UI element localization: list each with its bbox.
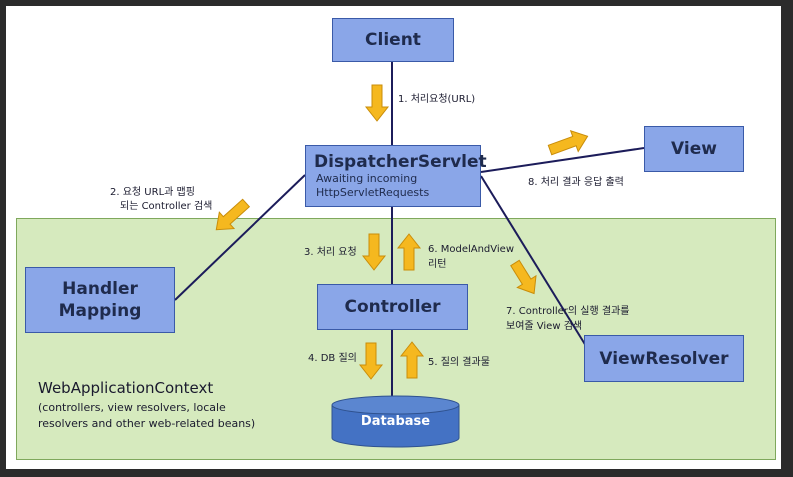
line-dispatcher-view bbox=[480, 147, 645, 173]
step-4-label: 4. DB 질의 bbox=[308, 353, 357, 364]
dispatcher-servlet-box: DispatcherServlet Awaiting incoming Http… bbox=[305, 145, 487, 207]
dispatcher-title: DispatcherServlet bbox=[314, 152, 487, 172]
step-7-label-b: 보여줄 View 검색 bbox=[506, 321, 583, 332]
client-label: Client bbox=[365, 30, 421, 50]
arrow-step5 bbox=[399, 341, 425, 379]
step-7-label-a: 7. Controller의 실행 결과를 bbox=[506, 306, 630, 317]
context-title: WebApplicationContext bbox=[38, 379, 214, 397]
view-resolver-box: ViewResolver bbox=[584, 335, 744, 382]
view-box: View bbox=[644, 126, 744, 172]
arrow-step8 bbox=[547, 129, 589, 156]
line-dispatcher-handler bbox=[174, 174, 306, 301]
dispatcher-sub1: Awaiting incoming bbox=[316, 172, 418, 185]
context-desc-1: (controllers, view resolvers, locale bbox=[38, 401, 226, 414]
step-6-label-a: 6. ModelAndView bbox=[428, 244, 515, 255]
arrow-step3 bbox=[361, 233, 387, 271]
arrow-step1 bbox=[364, 84, 390, 122]
arrow-step7 bbox=[510, 259, 537, 295]
step-3-label: 3. 처리 요청 bbox=[304, 247, 357, 258]
arrow-step2 bbox=[215, 198, 251, 231]
controller-box: Controller bbox=[317, 284, 468, 330]
handler-mapping-box: Handler Mapping bbox=[25, 267, 175, 333]
dispatcher-sub2: HttpServletRequests bbox=[316, 186, 430, 199]
context-desc-2: resolvers and other web-related beans) bbox=[38, 417, 256, 430]
step-6-label-b: 리턴 bbox=[428, 259, 447, 270]
database-label: Database bbox=[360, 414, 431, 429]
client-box: Client bbox=[332, 18, 454, 62]
line-dispatcher-viewresolver bbox=[480, 175, 587, 347]
step-5-label: 5. 질의 결과물 bbox=[428, 357, 490, 368]
handler-mapping-label-1: Handler bbox=[62, 279, 138, 299]
step-2-label-a: 2. 요청 URL과 맵핑 bbox=[110, 187, 195, 198]
database-cylinder bbox=[331, 395, 460, 448]
controller-label: Controller bbox=[344, 297, 441, 317]
view-label: View bbox=[671, 139, 717, 159]
arrow-step6 bbox=[396, 233, 422, 271]
step-1-label: 1. 처리요청(URL) bbox=[398, 94, 476, 105]
step-8-label: 8. 처리 결과 응답 출력 bbox=[528, 177, 624, 188]
step-2-label-b: 되는 Controller 검색 bbox=[120, 201, 213, 212]
view-resolver-label: ViewResolver bbox=[599, 348, 729, 369]
handler-mapping-label-2: Mapping bbox=[58, 301, 142, 321]
arrow-step4 bbox=[358, 342, 384, 380]
